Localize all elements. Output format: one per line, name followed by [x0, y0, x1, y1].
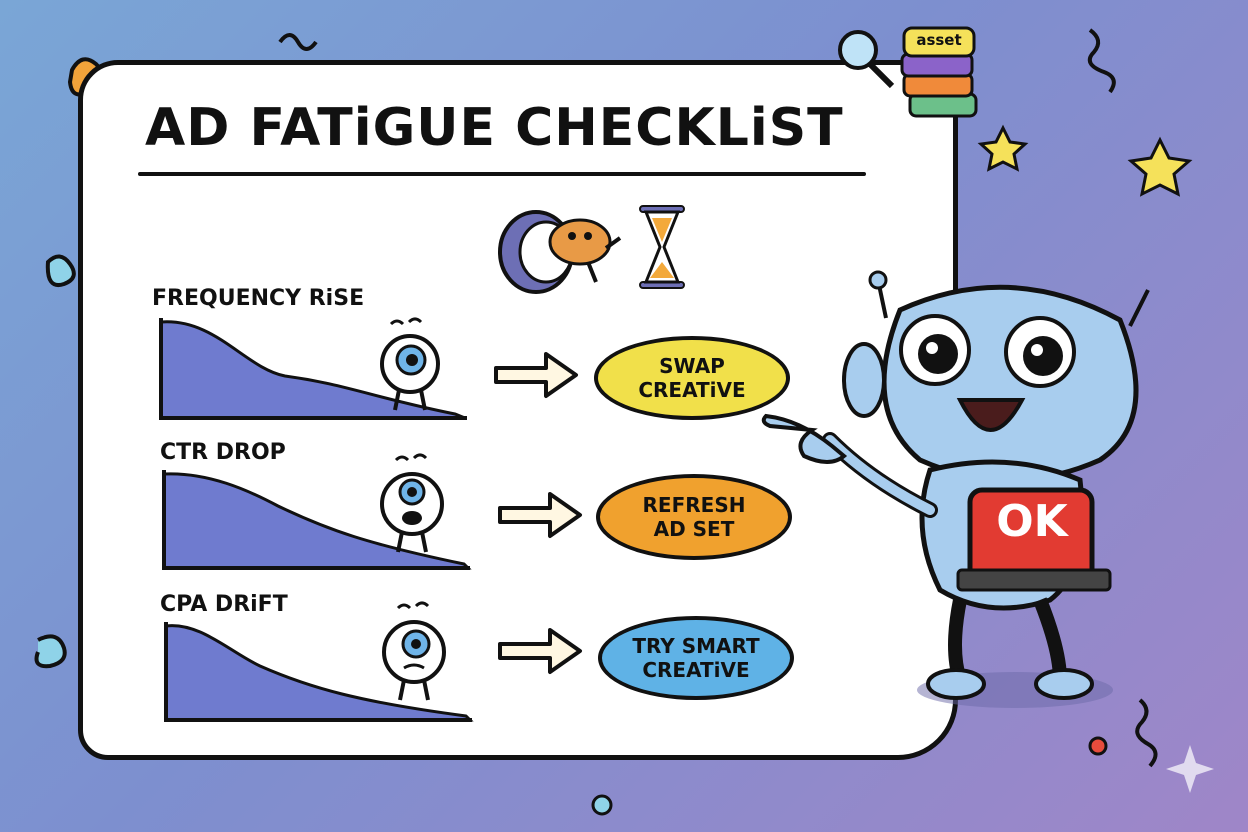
hourglass-icon: [639, 205, 685, 289]
arrow-right-icon: [498, 492, 582, 538]
blob-doodle: [45, 254, 76, 287]
trend-chart-frequency: [159, 318, 467, 420]
asset-badge: [902, 26, 976, 58]
action-line-1: TRY SMART: [632, 634, 760, 658]
row-label-ctr: CTR DROP: [160, 440, 286, 465]
ok-button-icon: [956, 487, 1112, 592]
trend-chart-cpa: [164, 622, 474, 722]
star-icon: [977, 124, 1029, 172]
magnifier-icon: [838, 30, 895, 89]
squiggle-doodle: [278, 33, 318, 51]
row-label-cpa: CPA DRiFT: [160, 592, 288, 617]
magnifier-books-decoration: [838, 26, 978, 118]
squiggle-doodle: [1135, 698, 1158, 768]
action-line-2: CREATiVE: [642, 658, 750, 682]
action-line-2: CREATiVE: [638, 378, 746, 402]
crying-eyeball-icon: [382, 601, 446, 701]
crying-eyeball-icon: [380, 453, 444, 553]
dot-doodle: [1088, 736, 1108, 756]
action-line-2: AD SET: [653, 517, 735, 541]
title-underline: [138, 172, 866, 176]
star-icon: [1127, 136, 1193, 197]
robot-mascot: [761, 270, 1150, 708]
action-line-1: SWAP: [659, 354, 725, 378]
squiggle-doodle: [34, 634, 67, 669]
ok-button-label: OK: [996, 496, 1068, 547]
action-line-1: REFRESH: [642, 493, 746, 517]
arrow-right-icon: [498, 628, 582, 674]
trend-chart-ctr: [162, 470, 472, 570]
crying-eyeball-icon: [380, 317, 440, 411]
hamster-wheel-icon: [498, 205, 685, 294]
page-title: AD FATiGUE CHECKLiST: [145, 98, 844, 158]
squiggle-doodle: [1087, 28, 1116, 94]
arrow-right-icon: [494, 352, 578, 398]
asset-badge-label: asset: [916, 31, 962, 49]
dot-doodle: [591, 794, 613, 816]
sparkle-icon: [1166, 745, 1214, 793]
row-label-frequency: FREQUENCY RiSE: [152, 286, 365, 311]
